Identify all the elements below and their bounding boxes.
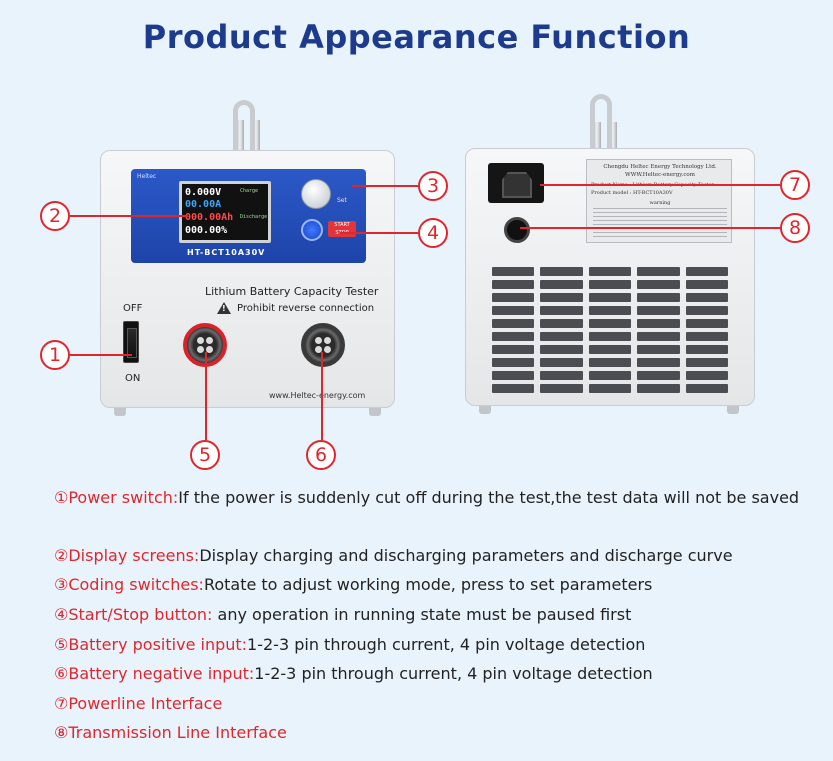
label-plate: Chengdu Heltec Energy Technology Ltd. WW… (586, 159, 732, 243)
description-item-6: ⑥Battery negative input:1-2-3 pin throug… (54, 660, 814, 687)
description-number: ⑧ (54, 723, 69, 742)
product-name-label: Lithium Battery Capacity Tester (205, 285, 379, 298)
leader-line-1 (70, 354, 132, 356)
back-device-image: Chengdu Heltec Energy Technology Ltd. WW… (465, 92, 755, 416)
handle-icon (590, 94, 612, 150)
description-item-2: ②Display screens:Display charging and di… (54, 542, 814, 569)
foot-right (727, 406, 739, 414)
power-switch-icon (123, 321, 139, 363)
back-case: Chengdu Heltec Energy Technology Ltd. WW… (465, 148, 755, 406)
leader-line-5 (205, 352, 207, 440)
coding-switch-knob-icon (301, 179, 331, 209)
description-number: ③ (54, 575, 69, 594)
off-label: OFF (123, 303, 143, 314)
handle-post-right (252, 120, 260, 150)
callout-3: 3 (418, 171, 448, 201)
transmission-port-icon (504, 217, 530, 243)
description-term: Battery negative input: (68, 664, 255, 683)
screen-side-discharge: Discharge (240, 214, 268, 220)
screen-side-charge: Charge (240, 188, 259, 194)
foot-right (369, 408, 381, 416)
start-stop-button-icon (301, 219, 323, 241)
leader-line-8 (520, 227, 780, 229)
description-item-4: ④Start/Stop button: any operation in run… (54, 601, 814, 628)
leader-line-2 (70, 215, 188, 217)
negative-connector-icon (301, 323, 345, 367)
description-text: Display charging and discharging paramet… (199, 546, 733, 565)
screen-current: 00.00A (185, 199, 222, 210)
description-item-8: ⑧Transmission Line Interface (54, 719, 814, 746)
plate-product-model: Product model : HT-BCT10A30V (591, 190, 673, 196)
leader-line-3 (352, 185, 418, 187)
handle-post-left (593, 122, 601, 152)
description-text: 1-2-3 pin through current, 4 pin voltage… (254, 664, 653, 683)
leader-line-6 (321, 352, 323, 440)
description-term: Battery positive input: (68, 635, 248, 654)
start-stop-label: START STOP (328, 221, 356, 237)
plate-company: Chengdu Heltec Energy Technology Ltd. (603, 164, 717, 170)
display-screen: 0.000V 00.00A 000.00Ah 000.00% Charge Di… (179, 181, 271, 243)
power-inlet-icon (488, 163, 544, 203)
description-term: Power switch: (68, 488, 179, 507)
description-item-3: ③Coding switches:Rotate to adjust workin… (54, 571, 814, 598)
foot-left (479, 406, 491, 414)
handle-post-right (609, 122, 617, 152)
front-case: Heltec 0.000V 00.00A 000.00Ah 000.00% Ch… (100, 150, 395, 408)
description-text: any operation in running state must be p… (212, 605, 632, 624)
plate-website: WWW.Heltec-energy.com (625, 172, 695, 178)
callout-4: 4 (418, 218, 448, 248)
description-number: ① (54, 488, 69, 507)
description-text: If the power is suddenly cut off during … (178, 488, 800, 507)
plate-fine-print (593, 208, 727, 240)
callout-7: 7 (780, 170, 810, 200)
brand-tag: Heltec (137, 173, 157, 180)
callout-8: 8 (780, 213, 810, 243)
handle-post-left (236, 120, 244, 150)
description-term: Start/Stop button: (68, 605, 213, 624)
description-text: 1-2-3 pin through current, 4 pin voltage… (247, 635, 646, 654)
screen-capacity: 000.00Ah (185, 212, 234, 223)
description-term: Powerline Interface (68, 694, 223, 713)
callout-1: 1 (40, 340, 70, 370)
description-term: Coding switches: (68, 575, 204, 594)
description-number: ⑦ (54, 694, 69, 713)
model-label: HT-BCT10A30V (187, 248, 266, 257)
description-number: ② (54, 546, 69, 565)
on-label: ON (125, 373, 141, 384)
description-item-1: ①Power switch:If the power is suddenly c… (54, 484, 814, 511)
leader-line-7 (540, 184, 780, 186)
description-term: Transmission Line Interface (68, 723, 287, 742)
set-label: Set (337, 197, 347, 204)
description-term: Display screens: (68, 546, 200, 565)
description-number: ④ (54, 605, 69, 624)
description-item-7: ⑦Powerline Interface (54, 690, 814, 717)
warning-text: Prohibit reverse connection (237, 303, 375, 314)
description-number: ⑤ (54, 635, 69, 654)
leader-line-4 (340, 232, 418, 234)
callout-5: 5 (190, 440, 220, 470)
handle-icon (233, 100, 255, 156)
callout-6: 6 (306, 440, 336, 470)
description-number: ⑥ (54, 664, 69, 683)
plate-warning-heading: warning (649, 200, 671, 206)
warning-icon (217, 302, 231, 314)
screen-voltage: 0.000V (185, 187, 222, 198)
screen-percent: 000.00% (185, 225, 228, 236)
foot-left (114, 408, 126, 416)
front-device-image: Heltec 0.000V 00.00A 000.00Ah 000.00% Ch… (100, 98, 395, 416)
callout-2: 2 (40, 201, 70, 231)
vent-grille (492, 267, 728, 393)
description-text: Rotate to adjust working mode, press to … (203, 575, 653, 594)
description-item-5: ⑤Battery positive input:1-2-3 pin throug… (54, 631, 814, 658)
website-label: www.Heltec-energy.com (269, 391, 366, 400)
page-title: Product Appearance Function (142, 18, 691, 56)
